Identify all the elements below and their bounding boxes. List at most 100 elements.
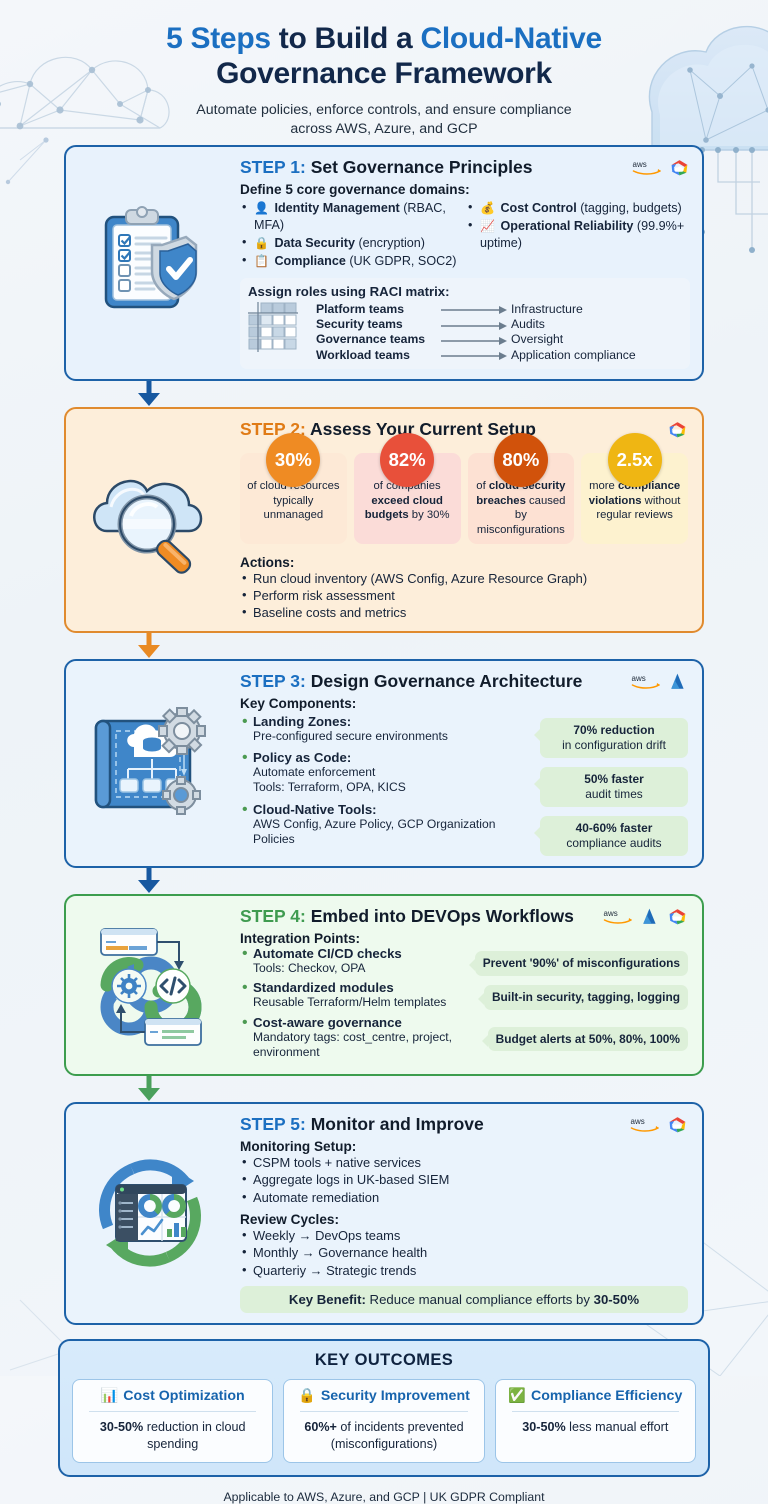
- integration-point-cost: Cost-aware governance Mandatory tags: co…: [240, 1014, 482, 1060]
- component-landing-zones: Landing Zones: Pre-configured secure env…: [240, 713, 536, 744]
- step2-illustration: [66, 409, 234, 631]
- divider: [300, 1411, 468, 1413]
- note-rest: compliance audits: [566, 836, 662, 851]
- gcp-logo: [669, 909, 686, 925]
- raci-output: Audits: [511, 316, 545, 331]
- stat-caption: of cloud security breaches caused by mis…: [476, 480, 566, 536]
- integration-desc: Mandatory tags: cost_centre, project, en…: [253, 1029, 452, 1059]
- component-desc: Tools: Terraform, OPA, KICS: [253, 780, 406, 795]
- note-bubble: 50% faster audit times: [534, 767, 688, 808]
- bar-chart-icon: 📊: [100, 1388, 119, 1405]
- integration-point-row: Automate CI/CD checks Tools: Checkov, OP…: [240, 945, 688, 980]
- raci-output: Oversight: [511, 332, 564, 347]
- monitoring-setup-title: Monitoring Setup:: [240, 1138, 357, 1154]
- page-title: 5 Steps to Build a Cloud-Native Governan…: [70, 22, 698, 92]
- monitoring-item: Automate remediation: [240, 1188, 688, 1207]
- down-arrow-icon: [138, 381, 160, 407]
- note-bubble: 70% reduction in configuration drift: [534, 718, 688, 759]
- step1-title: Set Governance Principles: [310, 156, 533, 177]
- title-accent-2: Cloud-Native: [420, 22, 602, 55]
- step-card-2: STEP 2: Assess Your Current Setup: [64, 407, 704, 634]
- domain-cost-control-detail: (tagging, budgets): [576, 201, 682, 216]
- step3-subhead: Key Components:: [240, 696, 357, 712]
- arrow-right-icon: [441, 349, 511, 361]
- domain-compliance-label: Compliance: [274, 253, 346, 268]
- component-desc: Automate enforcement: [253, 765, 376, 780]
- down-arrow-icon: [138, 868, 160, 894]
- component-cloud-native-tools: Cloud-Native Tools: AWS Config, Azure Po…: [240, 801, 536, 847]
- raci-row: Security teams Audits: [316, 317, 682, 332]
- raci-matrix-box: Assign roles using RACI matrix:: [240, 277, 690, 370]
- integration-title: Automate CI/CD checks: [253, 946, 402, 962]
- raci-title: Assign roles using RACI matrix:: [248, 283, 450, 299]
- outcome-value: 30-50%: [99, 1420, 144, 1435]
- gcp-logo: [669, 422, 686, 438]
- aws-logo: aws: [631, 1117, 659, 1132]
- azure-logo: [671, 673, 684, 689]
- document-icon: 📋: [254, 253, 269, 268]
- integration-point-cicd: Automate CI/CD checks Tools: Checkov, OP…: [240, 945, 469, 976]
- domain-compliance-detail: (UK GDPR, SOC2): [345, 253, 457, 268]
- step3-heading: STEP 3: Design Governance Architecture: [240, 671, 623, 691]
- title-accent-1: 5 Steps: [166, 22, 271, 55]
- review-item: Monthly → Governance health: [240, 1243, 688, 1262]
- svg-text:aws: aws: [604, 909, 618, 918]
- outcome-body: 30-50% less manual effort: [502, 1419, 689, 1435]
- stat-card: 82% of companies exceed cloud budgets by…: [353, 433, 461, 544]
- azure-logo: [643, 908, 656, 924]
- outcome-desc: of incidents prevented (misconfiguration…: [330, 1420, 464, 1451]
- key-components-notes: 70% reduction in configuration drift 50%…: [534, 714, 688, 857]
- clipboard-shield-icon: [104, 206, 198, 309]
- domain-compliance: 📋 Compliance (UK GDPR, SOC2): [240, 252, 464, 270]
- component-desc: AWS Config, Azure Policy, GCP Organizati…: [253, 816, 496, 846]
- step4-logos: aws: [603, 906, 688, 926]
- domains-right-col: 💰 Cost Control (tagging, budgets) 📈 Oper…: [466, 199, 690, 271]
- step2-logos: [667, 419, 688, 439]
- statistics-row: 30% of cloud resources typically unmanag…: [240, 433, 688, 544]
- stat-bubble: 2.5x: [607, 433, 662, 488]
- gcp-logo: [671, 160, 688, 176]
- step4-subhead: Integration Points:: [240, 931, 361, 947]
- aws-logo: aws: [633, 160, 661, 175]
- footer-note: Applicable to AWS, Azure, and GCP | UK G…: [223, 1489, 545, 1504]
- arrow-right-icon: [441, 303, 511, 315]
- svg-text:aws: aws: [633, 160, 647, 169]
- domain-operational-reliability: 📈 Operational Reliability (99.9%+ uptime…: [466, 217, 690, 252]
- gcp-logo: [669, 1116, 686, 1133]
- stat-card: 80% of cloud security breaches caused by…: [467, 433, 575, 544]
- step3-illustration: [66, 661, 234, 866]
- stat-value: 30%: [274, 449, 312, 471]
- outcome-card-security: 🔒 Security Improvement 60%+ of incidents…: [283, 1379, 485, 1463]
- step1-illustration: [66, 147, 234, 379]
- action-item: Run cloud inventory (AWS Config, Azure R…: [240, 569, 688, 587]
- domain-identity: 👤 Identity Management (RBAC, MFA): [240, 199, 464, 234]
- title-line2: Governance Framework: [216, 56, 552, 90]
- raci-role: Governance teams: [316, 332, 426, 347]
- integration-title: Standardized modules: [253, 980, 394, 996]
- integration-note: Budget alerts at 50%, 80%, 100%: [481, 1027, 688, 1052]
- step4-label: STEP 4:: [240, 906, 306, 927]
- step4-heading: STEP 4: Embed into DEVOps Workflows: [240, 906, 595, 926]
- step5-title: Monitor and Improve: [310, 1113, 484, 1134]
- arrow-right-icon: [441, 319, 511, 331]
- note-bubble: 40-60% faster compliance audits: [534, 816, 688, 857]
- monitoring-item: CSPM tools + native services: [240, 1153, 688, 1172]
- reliability-icon: 📈: [480, 218, 495, 233]
- component-policy-as-code: Policy as Code: Automate enforcement Too…: [240, 749, 536, 795]
- step4-illustration: [66, 896, 234, 1074]
- identity-icon: 👤: [254, 201, 269, 216]
- component-title: Policy as Code:: [253, 750, 352, 766]
- step4-title: Embed into DEVOps Workflows: [310, 906, 574, 927]
- domain-identity-label: Identity Management: [274, 201, 400, 216]
- raci-grid-icon: [248, 301, 298, 352]
- key-benefit-text: Reduce manual compliance efforts by: [365, 1292, 594, 1308]
- note-rest: in configuration drift: [562, 738, 666, 753]
- step5-logos: aws: [630, 1114, 688, 1134]
- step3-title: Design Governance Architecture: [310, 671, 583, 692]
- review-cycles-title: Review Cycles:: [240, 1211, 339, 1227]
- connector-4-to-5: [0, 1075, 768, 1102]
- connector-3-to-4: [0, 868, 768, 894]
- integration-title: Cost-aware governance: [253, 1014, 402, 1030]
- check-box-icon: ✅: [508, 1388, 526, 1405]
- integration-desc: Reusable Terraform/Helm templates: [253, 995, 447, 1010]
